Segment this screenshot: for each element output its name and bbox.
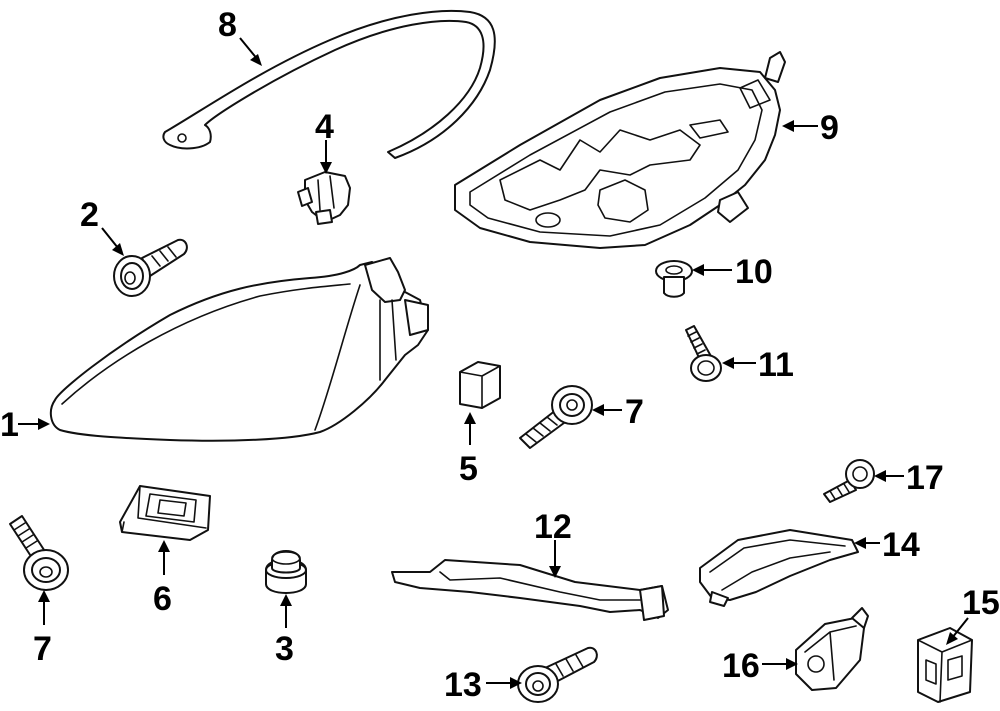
callout-3: 3 bbox=[275, 630, 294, 668]
callout-7-left: 7 bbox=[33, 630, 52, 668]
callout-11: 11 bbox=[758, 346, 794, 384]
part-3-grommet bbox=[265, 550, 307, 594]
part-10-clip bbox=[655, 260, 693, 298]
callout-14: 14 bbox=[882, 526, 920, 564]
part-2-bolt bbox=[113, 238, 188, 297]
part-8-seal bbox=[162, 9, 496, 159]
leader-lines bbox=[18, 37, 969, 689]
callout-labels: 8 4 2 9 10 11 1 5 7 17 7 6 3 12 14 15 16… bbox=[0, 6, 1000, 704]
part-9-housing bbox=[454, 51, 786, 249]
callout-9: 9 bbox=[820, 109, 839, 147]
callout-10: 10 bbox=[735, 253, 773, 291]
part-14-bracket bbox=[699, 529, 859, 607]
part-15-clip bbox=[917, 627, 973, 703]
callout-12: 12 bbox=[534, 508, 572, 546]
part-7-screw-right bbox=[519, 385, 593, 449]
callout-15: 15 bbox=[962, 584, 1000, 622]
callout-8: 8 bbox=[218, 6, 237, 44]
part-17-screw bbox=[823, 459, 875, 503]
callout-6: 6 bbox=[153, 580, 172, 618]
part-11-screw bbox=[685, 325, 722, 382]
part-13-bolt bbox=[517, 646, 598, 703]
callout-1: 1 bbox=[0, 406, 19, 444]
part-6-pad bbox=[119, 485, 211, 541]
part-12-bracket bbox=[391, 559, 669, 621]
part-4-socket bbox=[297, 171, 351, 225]
callout-5: 5 bbox=[459, 450, 478, 488]
callout-16: 16 bbox=[722, 647, 760, 685]
part-16-retainer bbox=[795, 607, 869, 691]
callout-4: 4 bbox=[315, 108, 334, 146]
callout-2: 2 bbox=[80, 196, 99, 234]
part-7-bolt-left bbox=[9, 515, 69, 591]
callout-13: 13 bbox=[444, 666, 482, 704]
callout-7-right: 7 bbox=[625, 393, 644, 431]
callout-17: 17 bbox=[906, 459, 944, 497]
part-5-connector bbox=[459, 361, 501, 409]
part-1-headlamp bbox=[49, 257, 429, 442]
